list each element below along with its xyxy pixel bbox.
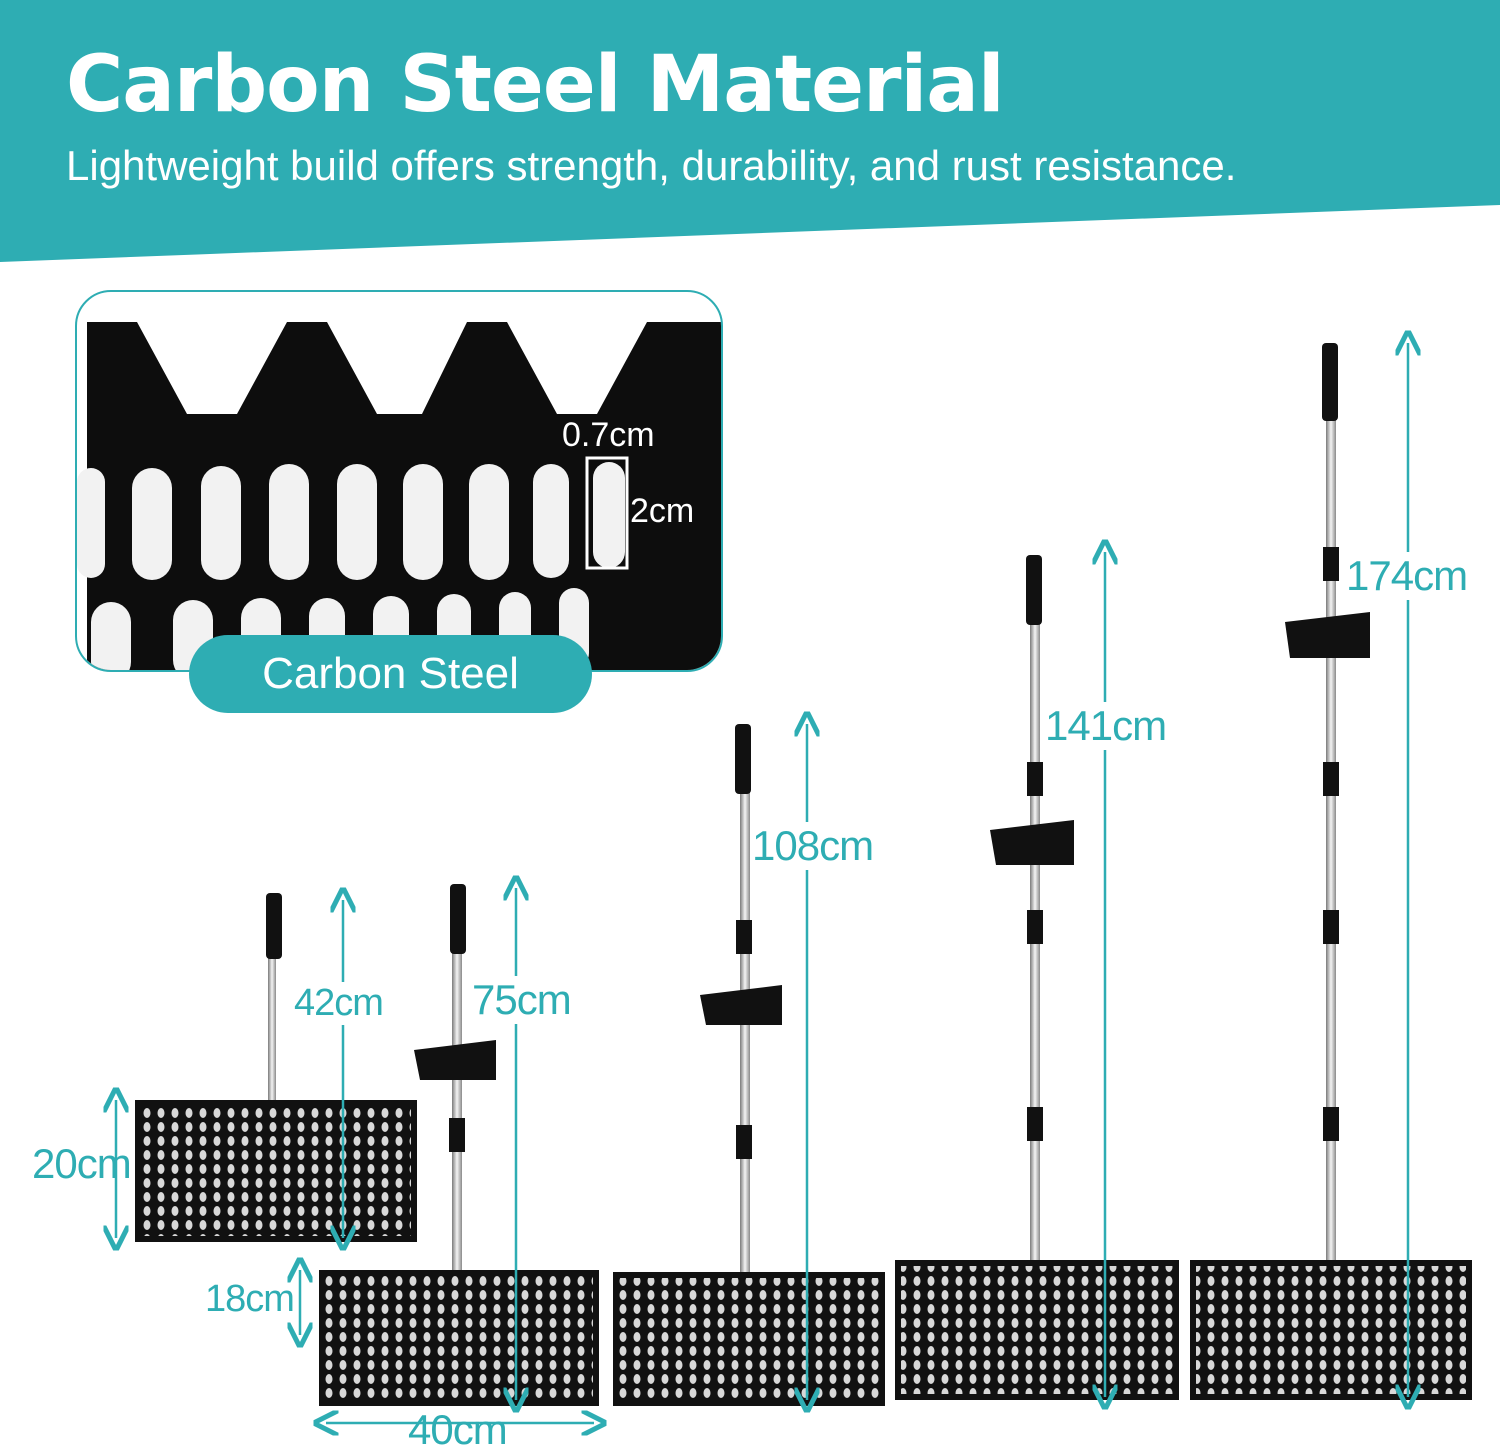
basket-height-label-a: 20cm xyxy=(32,1140,132,1187)
slot-height-label: 2cm xyxy=(630,492,695,530)
page-title: Carbon Steel Material xyxy=(66,40,1005,130)
basket-width-label: 40cm xyxy=(408,1406,508,1453)
header-banner: Carbon Steel Material Lightweight build … xyxy=(0,0,1500,270)
shovel-compact xyxy=(135,893,417,1242)
page-subtitle: Lightweight build offers strength, durab… xyxy=(66,142,1237,189)
shovel-141 xyxy=(895,555,1179,1400)
length-label-141: 141cm xyxy=(1045,702,1167,750)
carbon-steel-badge: Carbon Steel xyxy=(189,635,592,713)
shovel-108 xyxy=(613,724,885,1406)
shovel-75 xyxy=(319,884,599,1406)
length-label-108: 108cm xyxy=(752,822,874,870)
length-label-174: 174cm xyxy=(1346,552,1468,600)
slot-width-label: 0.7cm xyxy=(562,416,655,454)
basket-height-label-b: 18cm xyxy=(205,1278,295,1320)
shovel-174 xyxy=(1190,343,1472,1400)
length-label-42: 42cm xyxy=(294,982,384,1025)
length-label-75: 75cm xyxy=(472,976,572,1024)
banner-background xyxy=(0,0,1500,262)
closeup-panel xyxy=(75,290,723,672)
